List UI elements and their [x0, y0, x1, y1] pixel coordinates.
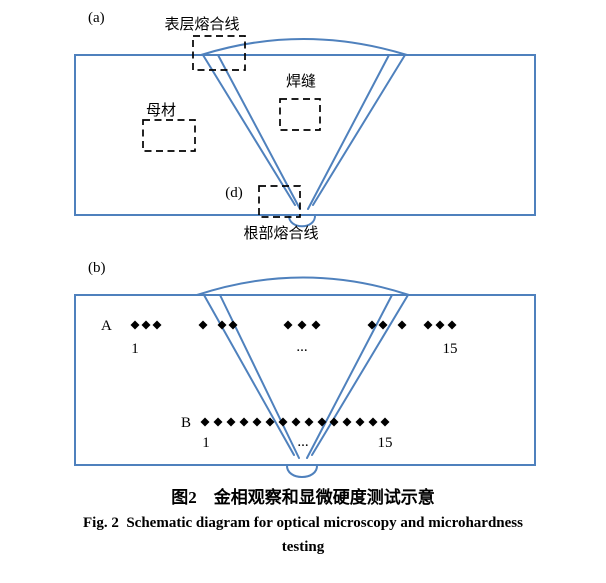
measurement-point-marker	[435, 320, 445, 330]
measurement-point-marker	[130, 320, 140, 330]
measurement-point-marker	[278, 417, 288, 427]
measurement-point-marker	[217, 320, 227, 330]
row-b-label: B	[181, 415, 191, 431]
measurement-point-marker	[213, 417, 223, 427]
subfigure-a: (a) 表层熔合线 焊缝 母材 (d) 根部熔合线	[74, 10, 536, 242]
measurement-point-marker	[317, 417, 327, 427]
root-fusion-line-label: 根部熔合线	[243, 225, 318, 242]
measurement-point-marker	[239, 417, 249, 427]
weld-root-bead	[285, 464, 319, 478]
surface-fusion-line-box	[192, 35, 246, 71]
measurement-point-marker	[311, 320, 321, 330]
measurement-point-marker	[228, 320, 238, 330]
row-a-ellipsis: ...	[296, 339, 307, 355]
weld-root-bead	[287, 214, 317, 228]
base-metal-box	[142, 119, 196, 152]
row-b-first-number: 1	[202, 435, 210, 451]
root-fusion-line-box	[258, 185, 301, 218]
measurement-point-marker	[297, 320, 307, 330]
measurement-point-marker	[447, 320, 457, 330]
measurement-point-marker	[342, 417, 352, 427]
weld-cap	[196, 276, 410, 296]
weld-seam-box	[279, 98, 321, 131]
caption-english-line2: testing	[281, 539, 325, 555]
weld-cap	[200, 38, 408, 56]
row-b-ellipsis: ...	[297, 434, 308, 450]
plate-outline	[74, 294, 536, 466]
measurement-point-marker	[380, 417, 390, 427]
right-fusion-line-outer	[312, 54, 406, 206]
measurement-point-marker	[226, 417, 236, 427]
right-fusion-line-inner	[307, 54, 390, 210]
weld-seam-label: 焊缝	[286, 73, 316, 90]
root-detail-label: (d)	[225, 185, 243, 201]
left-fusion-line-outer	[202, 54, 296, 206]
right-fusion-line-inner	[306, 294, 393, 459]
right-fusion-line-outer	[311, 294, 409, 456]
row-a-markers	[130, 320, 457, 330]
measurement-point-marker	[304, 417, 314, 427]
measurement-point-marker	[329, 417, 339, 427]
measurement-point-marker	[397, 320, 407, 330]
figure-caption: 图2 金相观察和显微硬度测试示意 Fig. 2 Schematic diagra…	[0, 484, 606, 559]
measurement-point-marker	[368, 417, 378, 427]
subfigure-b: (b) A 1 ... 15 B 1 ... 15	[74, 260, 536, 478]
measurement-point-marker	[152, 320, 162, 330]
row-a-first-number: 1	[131, 341, 139, 357]
row-a-label: A	[101, 318, 112, 334]
left-fusion-line-outer	[203, 294, 295, 456]
plate-outline	[74, 54, 536, 216]
measurement-point-marker	[265, 417, 275, 427]
row-b-markers	[200, 417, 390, 427]
surface-fusion-line-label: 表层熔合线	[164, 16, 239, 33]
row-b-last-number: 15	[378, 435, 393, 451]
caption-chinese: 图2 金相观察和显微硬度测试示意	[171, 488, 435, 507]
measurement-point-marker	[423, 320, 433, 330]
measurement-point-marker	[355, 417, 365, 427]
measurement-point-marker	[378, 320, 388, 330]
subfigure-a-label: (a)	[88, 10, 105, 26]
measurement-point-marker	[200, 417, 210, 427]
left-fusion-line-inner	[217, 54, 301, 210]
measurement-point-marker	[198, 320, 208, 330]
base-metal-label: 母材	[146, 102, 176, 119]
measurement-point-marker	[283, 320, 293, 330]
measurement-point-marker	[252, 417, 262, 427]
row-a-last-number: 15	[443, 341, 458, 357]
subfigure-b-label: (b)	[88, 260, 106, 276]
caption-english-line1: Fig. 2 Schematic diagram for optical mic…	[83, 515, 523, 531]
measurement-point-marker	[141, 320, 151, 330]
measurement-point-marker	[291, 417, 301, 427]
measurement-point-marker	[367, 320, 377, 330]
